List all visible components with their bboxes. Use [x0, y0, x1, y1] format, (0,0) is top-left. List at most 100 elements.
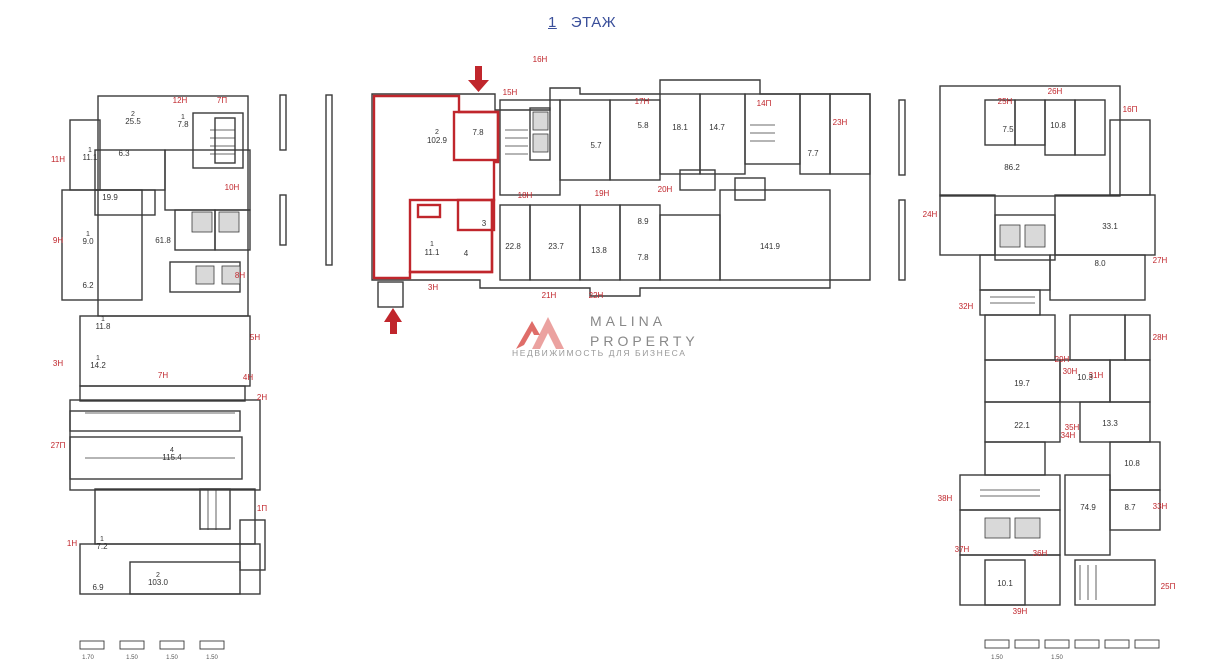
unit-label: 12Н	[173, 96, 188, 105]
room-area: 14.2	[90, 361, 106, 370]
unit-label: 28Н	[1153, 333, 1168, 342]
unit-label: 7Н	[158, 371, 168, 380]
right-wing	[939, 85, 1161, 606]
brand-name-line1: MALINA	[590, 313, 667, 329]
room-area: 7.5	[1002, 125, 1014, 134]
left-wing	[61, 95, 266, 595]
highlighted-unit-outline	[372, 94, 500, 280]
room-area: 6.3	[118, 149, 130, 158]
unit-label: 34Н	[1061, 431, 1076, 440]
unit-label: 1Н	[67, 539, 77, 548]
room-area: 74.9	[1080, 503, 1096, 512]
brand-name-line2: PROPERTY	[590, 333, 699, 349]
unit-label: 7П	[217, 96, 227, 105]
floor-number: 1	[548, 14, 557, 31]
unit-label: 27Н	[1153, 256, 1168, 265]
room-area: 10.8	[1124, 459, 1140, 468]
scale-label: 1.50	[126, 655, 138, 661]
room-area: 102.9	[427, 136, 448, 145]
room-area: 33.1	[1102, 222, 1118, 231]
unit-label: 35Н	[1065, 423, 1080, 432]
room-area: 13.3	[1102, 419, 1118, 428]
room-area: 22.1	[1014, 421, 1030, 430]
room-number: 1	[86, 231, 90, 238]
room-area: 10.1	[997, 579, 1013, 588]
unit-label: 38Н	[938, 494, 953, 503]
scale-label: 1.50	[991, 655, 1003, 661]
room-number: 2	[131, 111, 135, 118]
room-area: 4	[464, 249, 469, 258]
room-area: 11.8	[96, 322, 112, 331]
room-number: 1	[100, 536, 104, 543]
unit-label: 27П	[51, 441, 66, 450]
room-number: 2	[156, 572, 160, 579]
unit-label: 25П	[1161, 582, 1176, 591]
unit-label: 3Н	[53, 359, 63, 368]
unit-label: 16П	[1123, 105, 1138, 114]
unit-label: 9Н	[53, 236, 63, 245]
unit-label: 29Н	[1055, 355, 1070, 364]
room-area: 8.7	[1124, 503, 1136, 512]
brand-watermark: MALINA PROPERTY НЕДВИЖИМОСТЬ ДЛЯ БИЗНЕСА	[512, 309, 712, 365]
room-number: 1	[96, 355, 100, 362]
unit-label: 14П	[757, 99, 772, 108]
brand-tagline: НЕДВИЖИМОСТЬ ДЛЯ БИЗНЕСА	[512, 348, 687, 358]
unit-label: 10Н	[225, 183, 240, 192]
room-number: 4	[170, 447, 174, 454]
unit-label: 17Н	[635, 97, 650, 106]
room-number: 1	[88, 147, 92, 154]
unit-label: 39Н	[1013, 607, 1028, 616]
room-area: 8.0	[1094, 259, 1106, 268]
unit-label: 25Н	[998, 97, 1013, 106]
room-number: 1	[101, 316, 105, 323]
unit-label: 26Н	[1048, 87, 1063, 96]
unit-label: 5Н	[250, 333, 260, 342]
room-area: 9.0	[82, 237, 94, 246]
room-area: 18.1	[672, 123, 688, 132]
unit-label: 2Н	[257, 393, 267, 402]
unit-label: 19Н	[595, 189, 610, 198]
room-area: 7.8	[177, 120, 189, 129]
unit-label: 36Н	[1033, 549, 1048, 558]
unit-label-highlighted: 3Н	[428, 283, 438, 292]
room-area: 22.8	[505, 242, 521, 251]
room-area: 7.7	[807, 149, 819, 158]
room-area: 103.0	[148, 578, 169, 587]
unit-label: 4Н	[243, 373, 253, 382]
unit-label: 15Н	[503, 88, 518, 97]
room-area: 3	[482, 219, 487, 228]
room-area: 6.2	[82, 281, 94, 290]
center-wing	[371, 79, 871, 308]
room-number: 1	[430, 241, 434, 248]
scale-label: 1.50	[1051, 655, 1063, 661]
unit-label: 22Н	[589, 291, 604, 300]
room-area: 86.2	[1004, 163, 1020, 172]
room-area: 10.3	[1077, 373, 1093, 382]
unit-label: 24Н	[923, 210, 938, 219]
brand-logo-icon	[516, 317, 564, 349]
room-number: 1	[181, 114, 185, 121]
room-area: 7.8	[472, 128, 484, 137]
room-area: 6.9	[92, 583, 104, 592]
unit-label: 32Н	[959, 302, 974, 311]
room-number: 2	[435, 129, 439, 136]
room-area: 141.9	[760, 242, 781, 251]
room-area: 13.8	[591, 246, 607, 255]
unit-label: 37Н	[955, 545, 970, 554]
unit-label: 11Н	[51, 155, 65, 164]
room-area: 25.5	[125, 117, 141, 126]
unit-label: 31Н	[1089, 371, 1104, 380]
room-area: 7.8	[637, 253, 649, 262]
room-area: 14.7	[709, 123, 725, 132]
scale-label: 1.50	[206, 655, 218, 661]
unit-label: 23Н	[833, 118, 848, 127]
room-area: 61.8	[155, 236, 171, 245]
room-area: 5.7	[590, 141, 602, 150]
scale-label: 1.70	[82, 655, 94, 661]
unit-label: 33Н	[1153, 502, 1168, 511]
room-area: 7.2	[96, 542, 108, 551]
room-area: 10.8	[1050, 121, 1066, 130]
room-area: 5.8	[637, 121, 649, 130]
